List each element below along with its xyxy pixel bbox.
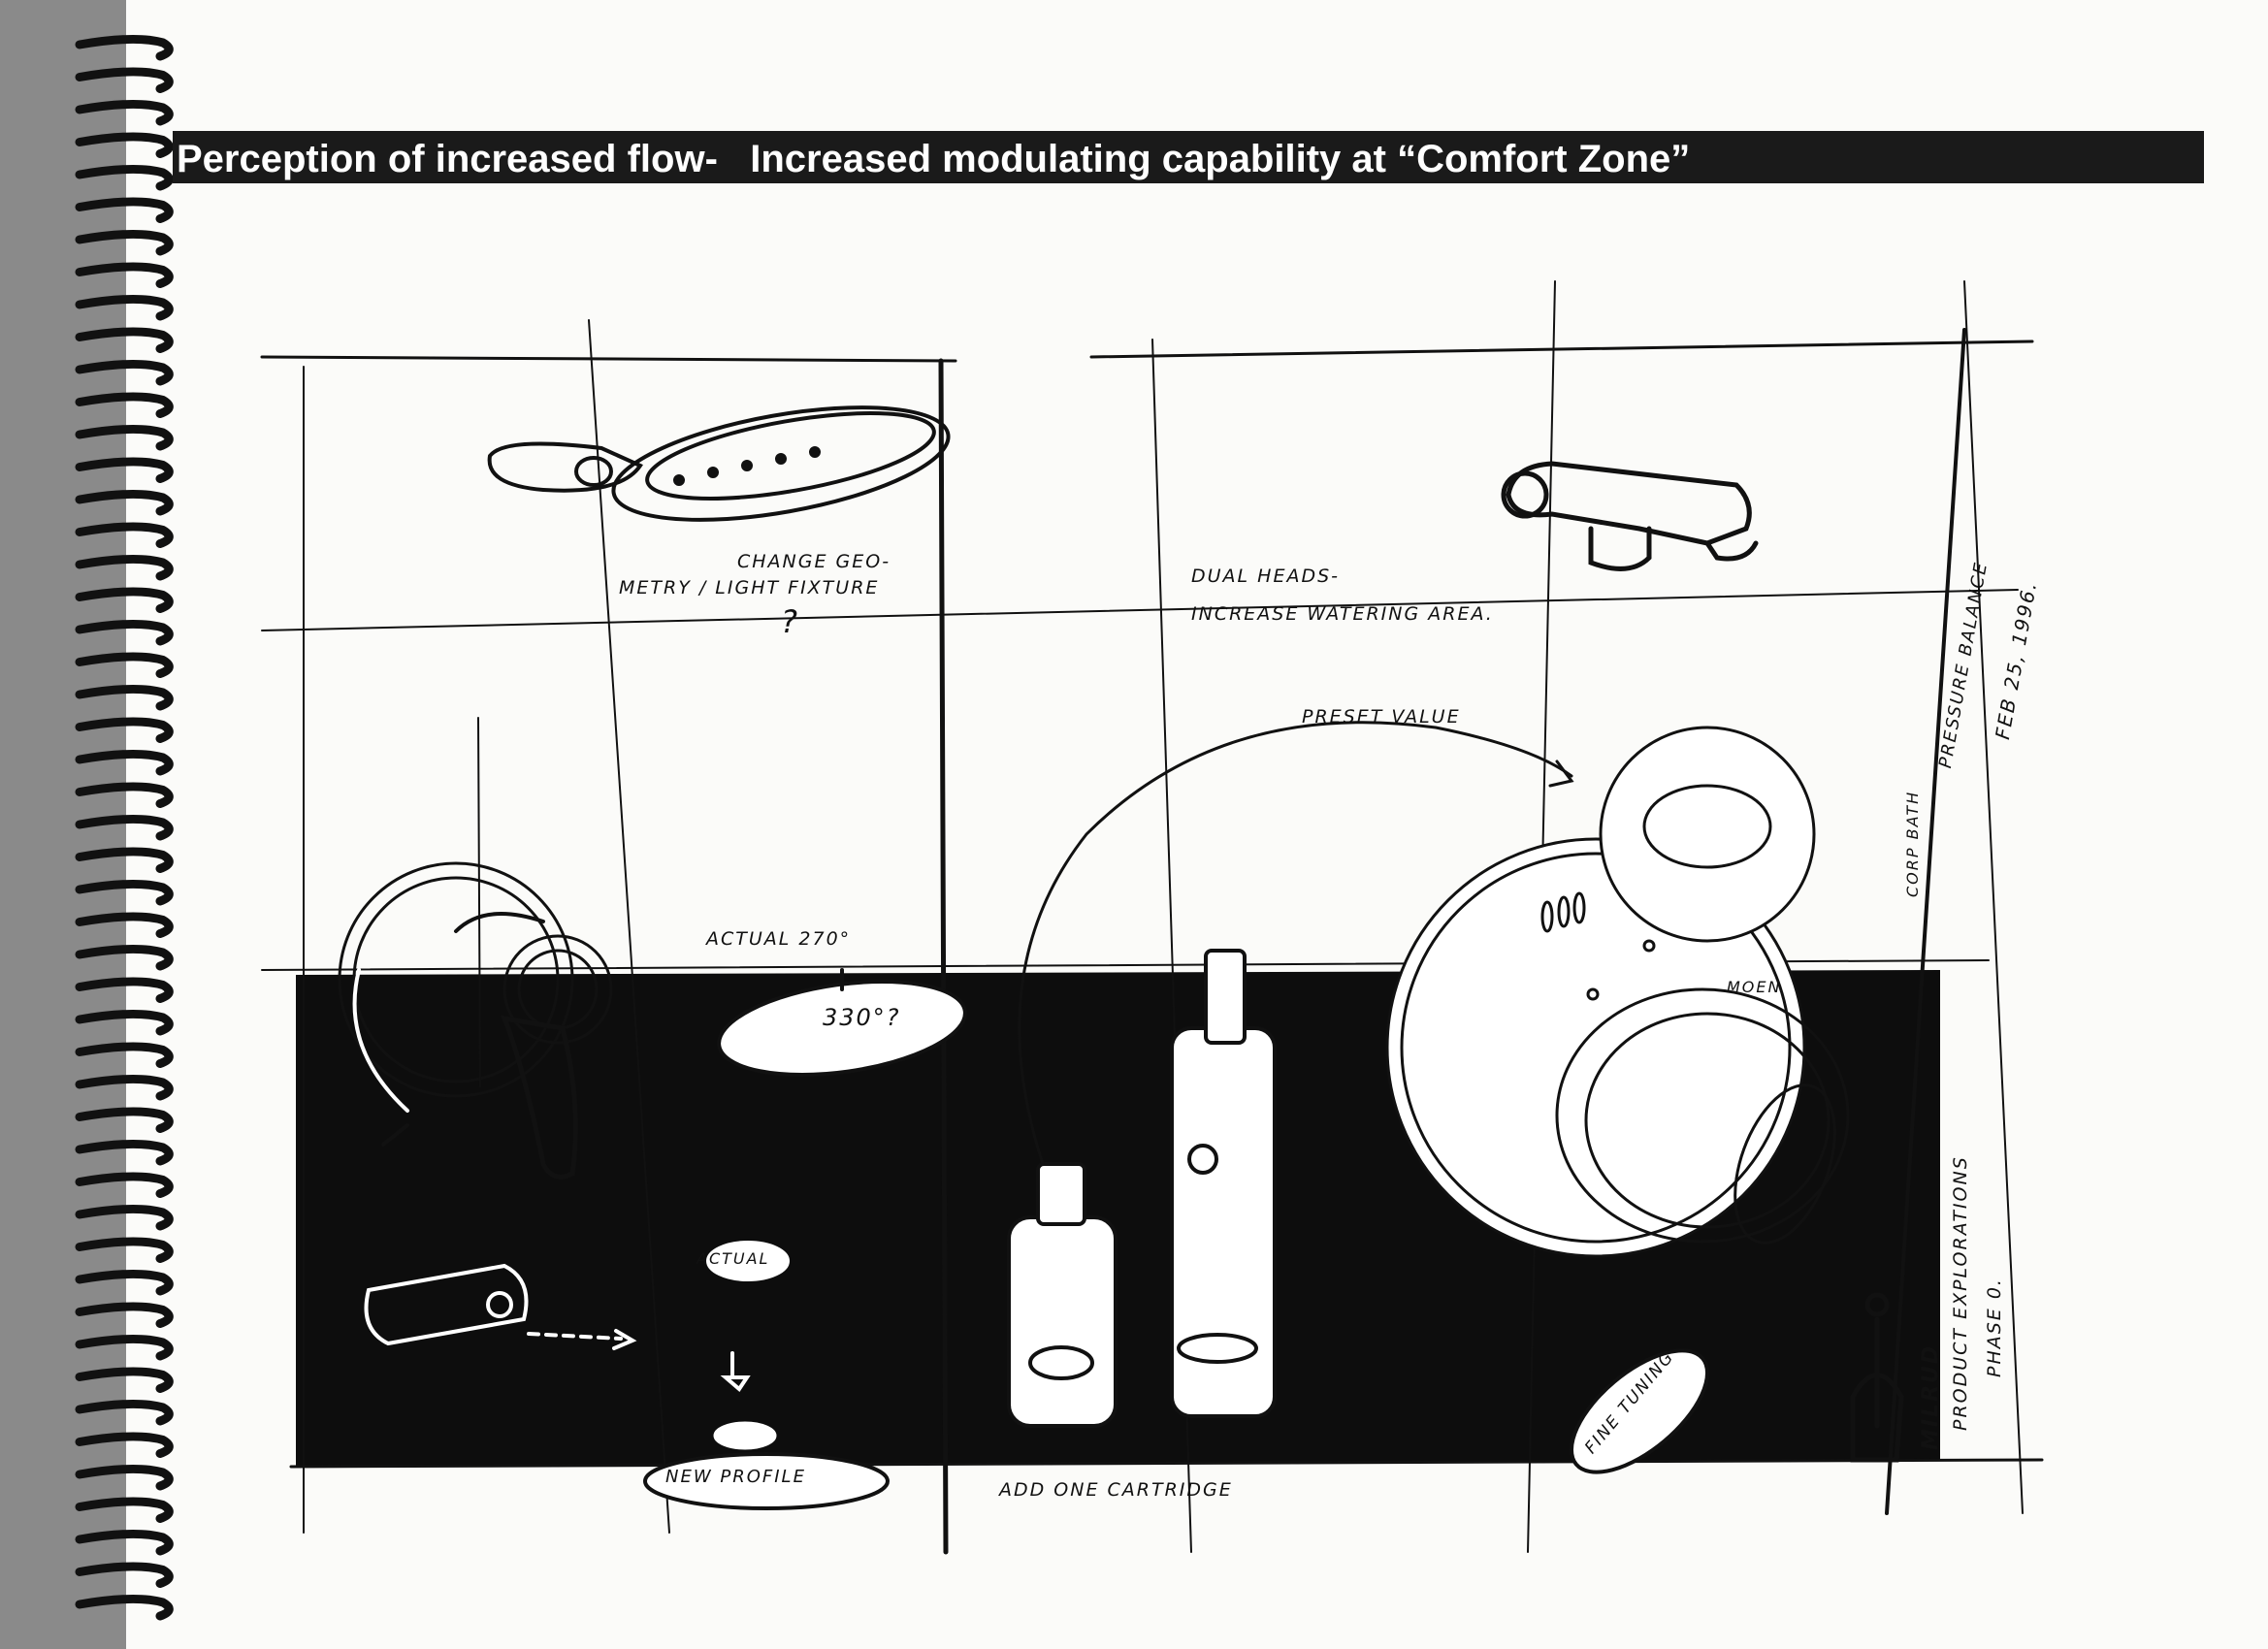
spiral-coil (75, 327, 174, 353)
spiral-coil (75, 1204, 174, 1231)
spiral-coil (75, 164, 174, 191)
spiral-coil (75, 912, 174, 938)
spiral-coil (75, 1367, 174, 1393)
spiral-coil (75, 684, 174, 711)
spiral-coil (75, 619, 174, 646)
spiral-coil (75, 554, 174, 581)
note-question: ? (781, 603, 799, 640)
spiral-coil (75, 782, 174, 808)
spiral-coil (75, 1334, 174, 1361)
spiral-coil (75, 132, 174, 158)
spiral-coil (75, 392, 174, 418)
note-preset-value: preset value (1302, 706, 1461, 728)
logo-mark (1850, 1292, 1904, 1463)
spiral-coil (75, 944, 174, 971)
spiral-coil (75, 749, 174, 776)
spiral-coil (75, 652, 174, 678)
note-phase: phase 0. (1984, 1277, 2005, 1377)
note-corp-bath: corp bath (1903, 790, 1922, 897)
spiral-coil (75, 67, 174, 93)
spiral-coil (75, 1009, 174, 1036)
showerhead-sketch-1 (487, 405, 951, 522)
note-new-profile: new profile (665, 1467, 806, 1487)
spiral-binding (75, 34, 174, 1621)
note-change-geometry-2: metry / light fixture (619, 577, 880, 598)
spiral-coil (75, 1594, 174, 1621)
spiral-coil (75, 424, 174, 451)
note-signature: milrud (1919, 1343, 1943, 1450)
spiral-coil (75, 977, 174, 1003)
header-bar (173, 131, 2204, 183)
note-actual-small: actual (697, 1249, 770, 1268)
spiral-coil (75, 99, 174, 126)
spray-angle-ellipse (717, 968, 967, 1077)
spiral-coil (75, 879, 174, 906)
note-actual-270: actual 270° (706, 928, 852, 950)
note-add-cartridge: add one cartridge (999, 1479, 1233, 1501)
spiral-coil (75, 1139, 174, 1166)
spiral-coil (75, 587, 174, 613)
cartridge-sketch (1007, 949, 1277, 1428)
page-title: Perception of increased flow- Increased … (177, 138, 1691, 180)
spiral-coil (75, 814, 174, 841)
spiral-coil (75, 1074, 174, 1101)
spiral-coil (75, 1237, 174, 1263)
spiral-coil (75, 1107, 174, 1133)
spiral-coil (75, 34, 174, 61)
spiral-coil (75, 1042, 174, 1068)
spiral-coil (75, 1529, 174, 1556)
handle-knob-sketch (338, 717, 613, 1180)
note-330: 330°? (823, 1004, 901, 1031)
note-moen: moen (1727, 978, 1782, 996)
spiral-coil (75, 1269, 174, 1296)
spiral-coil (75, 717, 174, 743)
globe-showerhead-sketch (1385, 726, 1850, 1258)
spiral-coil (75, 294, 174, 321)
spiral-coil (75, 359, 174, 386)
spiral-coil (75, 457, 174, 483)
spiral-coil (75, 1172, 174, 1198)
spiral-coil (75, 1497, 174, 1523)
spiral-coil (75, 1302, 174, 1328)
note-dual-heads: dual heads- (1191, 566, 1340, 587)
spiral-coil (75, 1562, 174, 1588)
spiral-coil (75, 847, 174, 873)
spiral-coil (75, 489, 174, 516)
note-product-explorations: product explorations (1950, 1155, 1971, 1431)
note-increase-watering: increase watering area. (1191, 603, 1494, 625)
spiral-coil (75, 229, 174, 256)
spiral-coil (75, 262, 174, 288)
spiral-coil (75, 1432, 174, 1458)
dual-head-sketch (1501, 461, 1759, 571)
spiral-coil (75, 1464, 174, 1491)
spiral-coil (75, 522, 174, 548)
spiral-coil (75, 1399, 174, 1426)
cylinder-sketch (364, 1263, 637, 1350)
spiral-coil (75, 197, 174, 223)
note-change-geometry: change geo- (737, 551, 891, 572)
